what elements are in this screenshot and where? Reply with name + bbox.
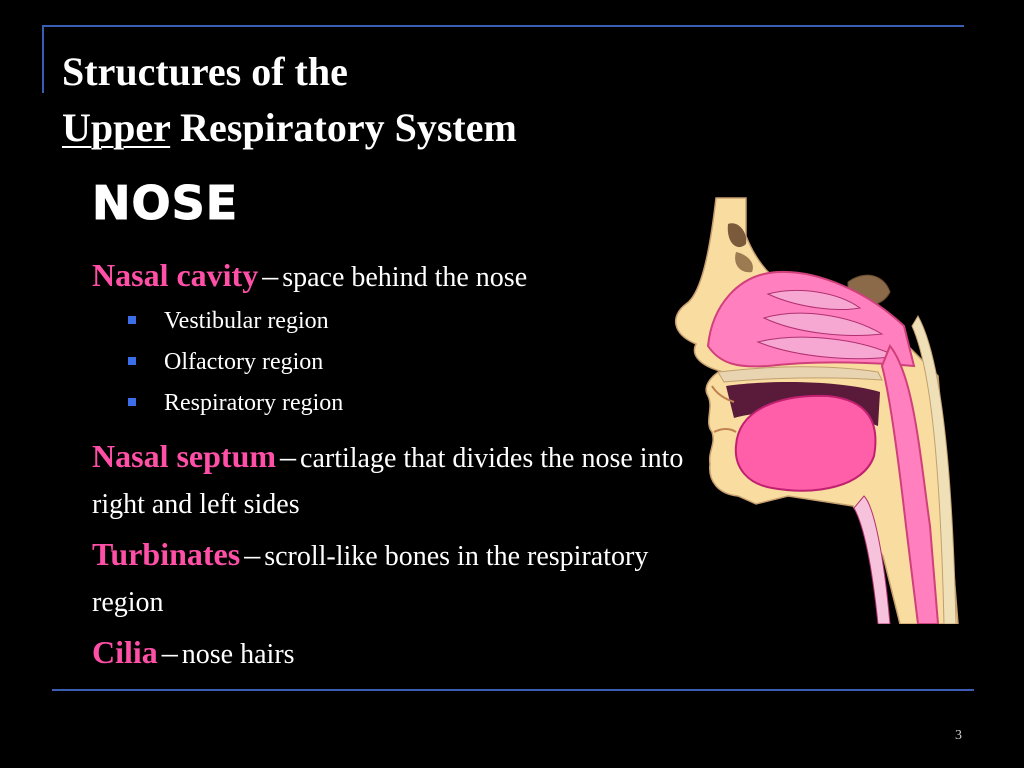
frontal-sinus bbox=[727, 223, 747, 248]
tongue bbox=[734, 394, 877, 492]
bullet-icon bbox=[128, 398, 136, 407]
item-turbinates: Turbinates – scroll-like bones in the re… bbox=[92, 533, 652, 628]
item-dash: – bbox=[161, 634, 178, 670]
top-rule bbox=[42, 25, 964, 27]
item-dash: – bbox=[262, 257, 279, 293]
section-heading: Nose bbox=[91, 176, 239, 231]
item-desc: nose hairs bbox=[181, 639, 295, 670]
item-desc: space behind the nose bbox=[282, 262, 528, 293]
item-dash: – bbox=[244, 536, 261, 572]
item-nasal-septum: Nasal septum – cartilage that divides th… bbox=[92, 435, 702, 530]
left-rule bbox=[42, 25, 44, 93]
item-term: Cilia bbox=[92, 634, 158, 670]
subitem-label: Olfactory region bbox=[164, 349, 324, 375]
item-term: Turbinates bbox=[92, 536, 241, 572]
superior-turbinate bbox=[766, 289, 862, 310]
bottom-rule bbox=[52, 689, 974, 691]
page-number: 3 bbox=[955, 728, 962, 743]
title-line-2-rest: Respiratory System bbox=[170, 105, 517, 150]
item-term: Nasal cavity bbox=[92, 257, 259, 293]
nasal-anatomy-illustration bbox=[674, 197, 959, 624]
larynx bbox=[853, 495, 891, 624]
subitem-vestibular: Vestibular region bbox=[128, 308, 329, 335]
slide-title: Structures of the Upper Respiratory Syst… bbox=[62, 44, 517, 156]
bullet-icon bbox=[128, 316, 136, 325]
item-desc: scroll-like bones in the respiratory reg… bbox=[92, 541, 649, 618]
hard-palate bbox=[717, 366, 883, 383]
item-cilia: Cilia – nose hairs bbox=[92, 631, 702, 680]
pharynx bbox=[880, 344, 940, 624]
lower-lip bbox=[713, 428, 737, 433]
subitem-olfactory: Olfactory region bbox=[128, 349, 323, 376]
item-dash: – bbox=[280, 438, 297, 474]
nasal-bone bbox=[735, 252, 753, 273]
subitem-respiratory: Respiratory region bbox=[128, 390, 343, 417]
item-term: Nasal septum bbox=[92, 438, 277, 474]
upper-lip bbox=[711, 385, 735, 403]
bullet-icon bbox=[128, 357, 136, 366]
title-underlined-word: Upper bbox=[62, 105, 171, 150]
item-desc: cartilage that divides the nose into rig… bbox=[92, 443, 684, 520]
title-line-1: Structures of the bbox=[62, 49, 348, 94]
spinal-column bbox=[911, 314, 957, 624]
item-nasal-cavity: Nasal cavity – space behind the nose bbox=[92, 254, 702, 303]
middle-turbinate bbox=[762, 312, 884, 336]
title-line-2: Upper Respiratory System bbox=[62, 100, 517, 156]
subitem-label: Respiratory region bbox=[164, 390, 344, 416]
subitem-label: Vestibular region bbox=[164, 308, 329, 334]
